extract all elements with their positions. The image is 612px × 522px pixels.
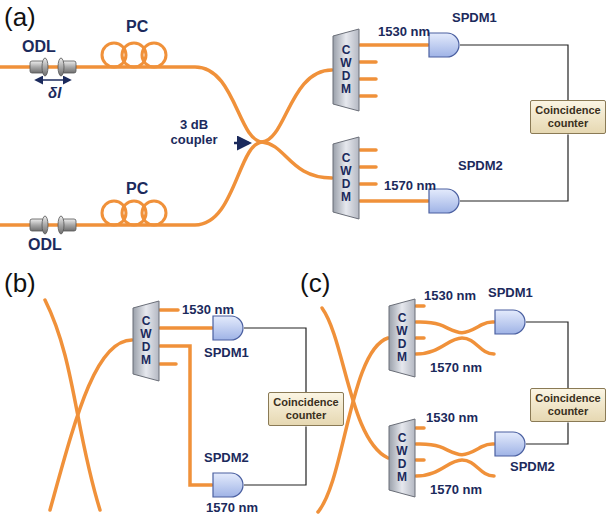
part-label: 1530 nm [182, 302, 234, 317]
detector-shape [212, 315, 244, 341]
part-label: ODL [28, 236, 62, 254]
panel-label: (c) [300, 268, 330, 299]
part-label: 1570 nm [430, 482, 482, 497]
coupler-fiber [416, 460, 494, 476]
signal-wire [244, 426, 306, 485]
node-label: CWDM [396, 312, 408, 365]
signal-wire [526, 322, 568, 388]
detector-label: SPDM2 [510, 459, 555, 474]
wdm-demultiplexer: CWDM [132, 300, 160, 382]
signal-wire [244, 328, 306, 392]
single-photon-detector: SPDM1 [494, 309, 526, 335]
part-label: PC [126, 180, 148, 198]
panel-label: (a) [4, 2, 36, 33]
part-label: PC [126, 18, 148, 36]
fiber [50, 340, 132, 510]
coincidence-counter: Coincidence counter [530, 100, 606, 134]
fiber-stub [160, 310, 178, 364]
part-label: 1570 nm [206, 500, 258, 515]
detector-label: SPDM2 [458, 158, 503, 173]
signal-wire [526, 422, 568, 444]
detector-label: SPDM1 [204, 345, 249, 360]
detector-label: SPDM1 [488, 285, 533, 300]
part-label: ODL [22, 38, 56, 56]
fiber [322, 308, 388, 458]
coincidence-counter: Coincidence counter [268, 392, 344, 426]
coincidence-counter: Coincidence counter [530, 388, 606, 422]
fiber-connector [416, 322, 494, 333]
polarization-controller [102, 43, 166, 225]
node-label: CWDM [340, 44, 352, 97]
single-photon-detector: SPDM1 [428, 32, 460, 58]
fiber-connector [360, 199, 428, 203]
node-label: Coincidence counter [533, 104, 603, 130]
part-label: 1530 nm [378, 24, 430, 39]
coupler-fiber [416, 338, 494, 354]
detector-shape [494, 309, 526, 335]
wdm-demultiplexer: CWDM [388, 418, 416, 498]
node-label: CWDM [140, 315, 152, 368]
node-label: Coincidence counter [271, 396, 341, 422]
coupler-pointer [234, 142, 249, 145]
part-label: 1570 nm [384, 178, 436, 193]
node-label: CWDM [340, 152, 352, 205]
detector-shape [428, 32, 460, 58]
delay-arrow [36, 79, 70, 81]
fiber-connector [160, 326, 212, 330]
signal-wire [460, 45, 568, 100]
fiber-connector [416, 444, 494, 455]
single-photon-detector: SPDM2 [494, 431, 526, 457]
detector-shape [212, 472, 244, 498]
single-photon-detector: SPDM1 [212, 315, 244, 341]
part-label: 1570 nm [430, 360, 482, 375]
fiber [0, 70, 332, 225]
wdm-demultiplexer: CWDM [332, 28, 360, 112]
detector-label: SPDM1 [452, 10, 497, 25]
detector-shape [494, 431, 526, 457]
single-photon-detector: SPDM2 [212, 472, 244, 498]
node-label: Coincidence counter [533, 392, 603, 418]
part-label: 1530 nm [426, 410, 478, 425]
wdm-demultiplexer: CWDM [388, 298, 416, 378]
panel-label: (b) [4, 268, 36, 299]
fiber-connector [360, 43, 428, 47]
part-label: 1530 nm [424, 288, 476, 303]
fiber [45, 300, 100, 510]
part-label: δl [48, 84, 61, 101]
wdm-demultiplexer: CWDM [332, 136, 360, 220]
part-label: 3 dB coupler [160, 118, 228, 148]
optical-delay-line [30, 58, 76, 234]
node-label: CWDM [396, 432, 408, 485]
fiber-stub [416, 306, 424, 460]
detector-label: SPDM2 [204, 450, 249, 465]
fiber-stub [360, 62, 376, 184]
